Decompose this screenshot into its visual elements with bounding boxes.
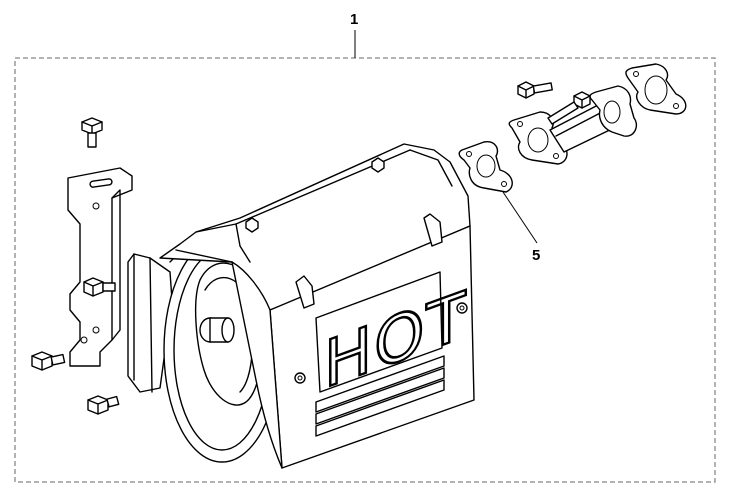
mounting-bracket <box>67 167 133 367</box>
bolt-flange-long <box>547 91 591 125</box>
callout-number-assembly: 1 <box>350 11 358 28</box>
exhaust-flange-pipe <box>508 85 638 165</box>
gasket-left <box>458 141 513 193</box>
heat-shield: HOT <box>159 143 475 469</box>
assembly-boundary <box>14 57 716 483</box>
bolt-bracket-top <box>81 117 103 148</box>
bolt-bottom <box>87 395 120 415</box>
bolt-bracket-middle <box>83 277 116 297</box>
hot-placard <box>315 271 443 393</box>
callout-number-gasket: 5 <box>532 247 540 264</box>
callout-leader-gasket <box>502 191 538 244</box>
gasket-right <box>625 63 687 115</box>
bolt-flange-top <box>517 81 553 99</box>
bolt-lower-left <box>31 351 66 371</box>
